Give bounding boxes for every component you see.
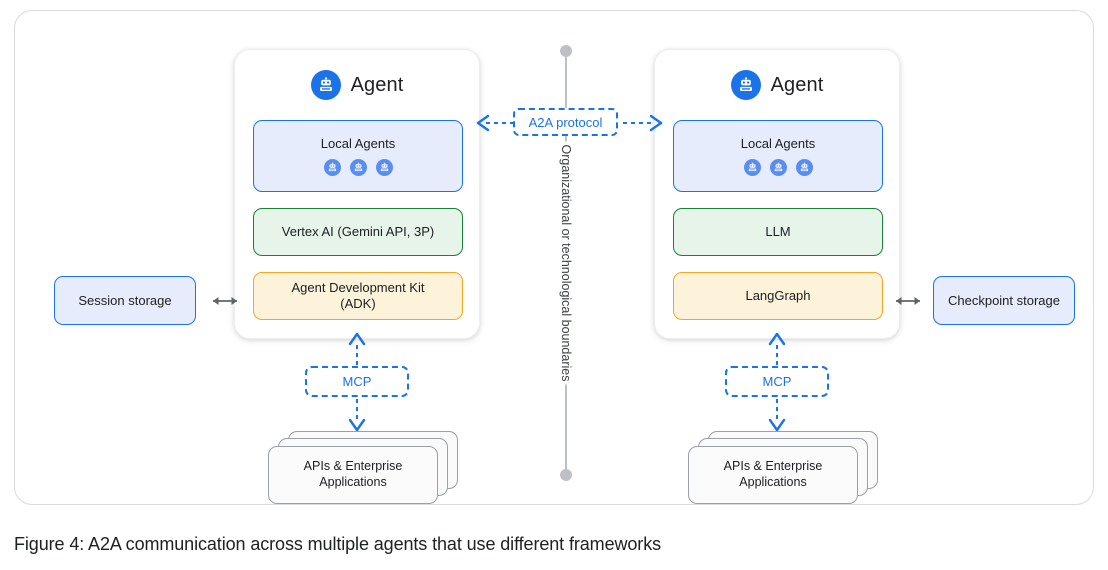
session-storage-box: Session storage: [54, 276, 196, 325]
robot-icon: [795, 159, 813, 177]
local-agents-label: Local Agents: [320, 135, 396, 151]
agent-card-right: Agent Local Agents: [654, 49, 900, 339]
model-layer-box-right: LLM: [673, 208, 883, 256]
mcp-arrow-up-right: [768, 333, 786, 365]
a2a-arrow-left: [476, 114, 516, 132]
apis-label-line1: APIs & Enterprise: [303, 459, 403, 474]
session-storage-connector: [213, 297, 237, 305]
framework-layer-box-left: Agent Development Kit (ADK): [253, 272, 463, 320]
robot-icon: [743, 159, 761, 177]
robot-icon: [769, 159, 787, 177]
boundary-dot-top: [560, 45, 572, 57]
mcp-arrow-down-left: [348, 399, 366, 431]
framework-layer-box-right: LangGraph: [673, 272, 883, 320]
figure-frame: Agent Local Agents: [14, 10, 1094, 505]
robot-icon: [310, 70, 341, 100]
agent-title: Agent: [770, 73, 824, 96]
a2a-protocol-label: A2A protocol: [528, 114, 603, 130]
local-agents-icon-row: [743, 159, 813, 177]
stack-layer-front: APIs & Enterprise Applications: [688, 446, 858, 504]
mcp-box-right: MCP: [725, 366, 829, 397]
agent-header-right: Agent: [655, 70, 899, 100]
session-storage-label: Session storage: [78, 293, 172, 308]
mcp-label: MCP: [762, 374, 792, 389]
model-layer-label: LLM: [765, 223, 791, 239]
checkpoint-storage-label: Checkpoint storage: [947, 293, 1060, 308]
boundary-divider: Organizational or technological boundari…: [551, 45, 581, 481]
robot-icon: [375, 159, 393, 177]
mcp-box-left: MCP: [305, 366, 409, 397]
apis-label-line2: Applications: [319, 475, 387, 489]
local-agents-box-right: Local Agents: [673, 120, 883, 192]
agent-card-left: Agent Local Agents: [234, 49, 480, 339]
figure-caption: Figure 4: A2A communication across multi…: [14, 534, 661, 554]
apis-label-line1: APIs & Enterprise: [723, 459, 823, 474]
local-agents-icon-row: [323, 159, 393, 177]
robot-icon: [323, 159, 341, 177]
checkpoint-storage-connector: [896, 297, 920, 305]
local-agents-label: Local Agents: [740, 135, 816, 151]
framework-layer-line2: (ADK): [340, 296, 376, 311]
checkpoint-storage-box: Checkpoint storage: [933, 276, 1075, 325]
mcp-label: MCP: [342, 374, 372, 389]
mcp-arrow-down-right: [768, 399, 786, 431]
framework-layer-line1: LangGraph: [745, 287, 811, 303]
a2a-arrow-right: [623, 114, 663, 132]
agent-title: Agent: [350, 73, 404, 96]
model-layer-label: Vertex AI (Gemini API, 3P): [281, 223, 435, 239]
robot-icon: [349, 159, 367, 177]
apis-stack-left: APIs & Enterprise Applications: [268, 431, 458, 505]
boundary-label: Organizational or technological boundari…: [559, 141, 573, 385]
a2a-protocol-box: A2A protocol: [513, 108, 618, 136]
agent-header-left: Agent: [235, 70, 479, 100]
model-layer-box-left: Vertex AI (Gemini API, 3P): [253, 208, 463, 256]
local-agents-box-left: Local Agents: [253, 120, 463, 192]
framework-layer-line1: Agent Development Kit: [291, 279, 425, 295]
stack-layer-front: APIs & Enterprise Applications: [268, 446, 438, 504]
mcp-arrow-up-left: [348, 333, 366, 365]
apis-stack-right: APIs & Enterprise Applications: [688, 431, 878, 505]
apis-label-line2: Applications: [739, 475, 807, 489]
boundary-dot-bottom: [560, 469, 572, 481]
robot-icon: [730, 70, 761, 100]
